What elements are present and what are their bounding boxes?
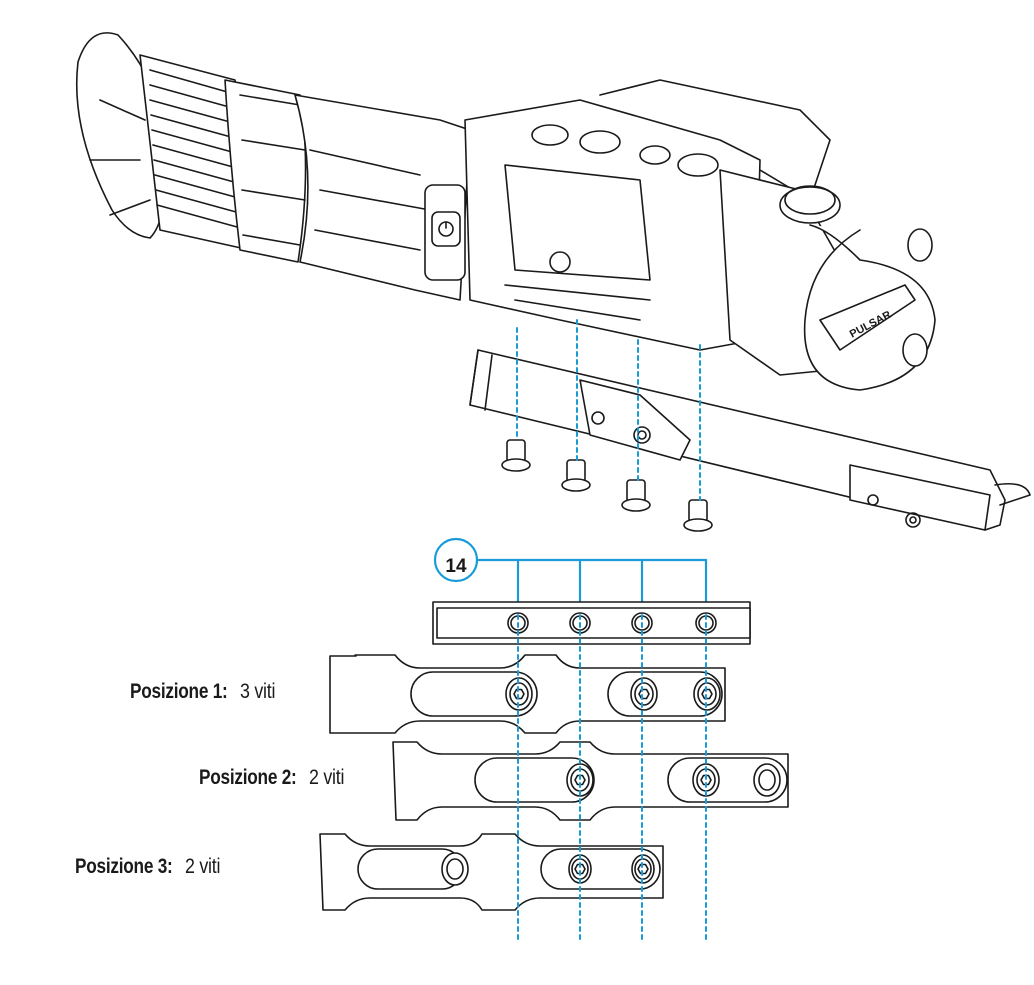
position-2-title: Posizione 2: bbox=[199, 766, 297, 789]
diopter-ring bbox=[139, 54, 251, 251]
screw-installed bbox=[631, 854, 655, 884]
position-3-plate bbox=[319, 833, 664, 911]
position-3-detail: 2 viti bbox=[185, 855, 221, 878]
position-3-title: Posizione 3: bbox=[75, 855, 173, 878]
position-1-detail: 3 viti bbox=[240, 680, 276, 703]
position-2-plate bbox=[392, 741, 789, 821]
mounting-rail bbox=[469, 349, 1031, 531]
screw bbox=[501, 439, 531, 472]
rail-plan-view bbox=[432, 601, 751, 645]
screw-installed bbox=[693, 677, 721, 711]
screw-installed bbox=[630, 677, 658, 711]
screw bbox=[561, 459, 591, 492]
screw-installed bbox=[505, 677, 533, 711]
position-2-label: Posizione 2: 2 viti bbox=[199, 766, 351, 790]
empty-hole bbox=[441, 852, 469, 886]
objective-lens-cap: PULSAR bbox=[719, 169, 936, 391]
screw bbox=[621, 479, 651, 512]
screw-alignment-guides-bottom bbox=[517, 614, 707, 941]
riflescope-illustration: PULSAR bbox=[75, 32, 936, 391]
screws bbox=[501, 439, 713, 532]
position-2-detail: 2 viti bbox=[309, 766, 345, 789]
position-1-plate bbox=[329, 654, 726, 734]
empty-hole bbox=[753, 763, 781, 797]
callout-number: 14 bbox=[445, 556, 467, 577]
position-1-label: Posizione 1: 3 viti bbox=[130, 680, 282, 704]
screw-installed bbox=[568, 854, 592, 884]
screw bbox=[683, 499, 713, 532]
power-button bbox=[424, 184, 466, 281]
position-3-label: Posizione 3: 2 viti bbox=[75, 855, 227, 879]
screw-alignment-guides-top bbox=[516, 319, 701, 501]
position-1-title: Posizione 1: bbox=[130, 680, 228, 703]
